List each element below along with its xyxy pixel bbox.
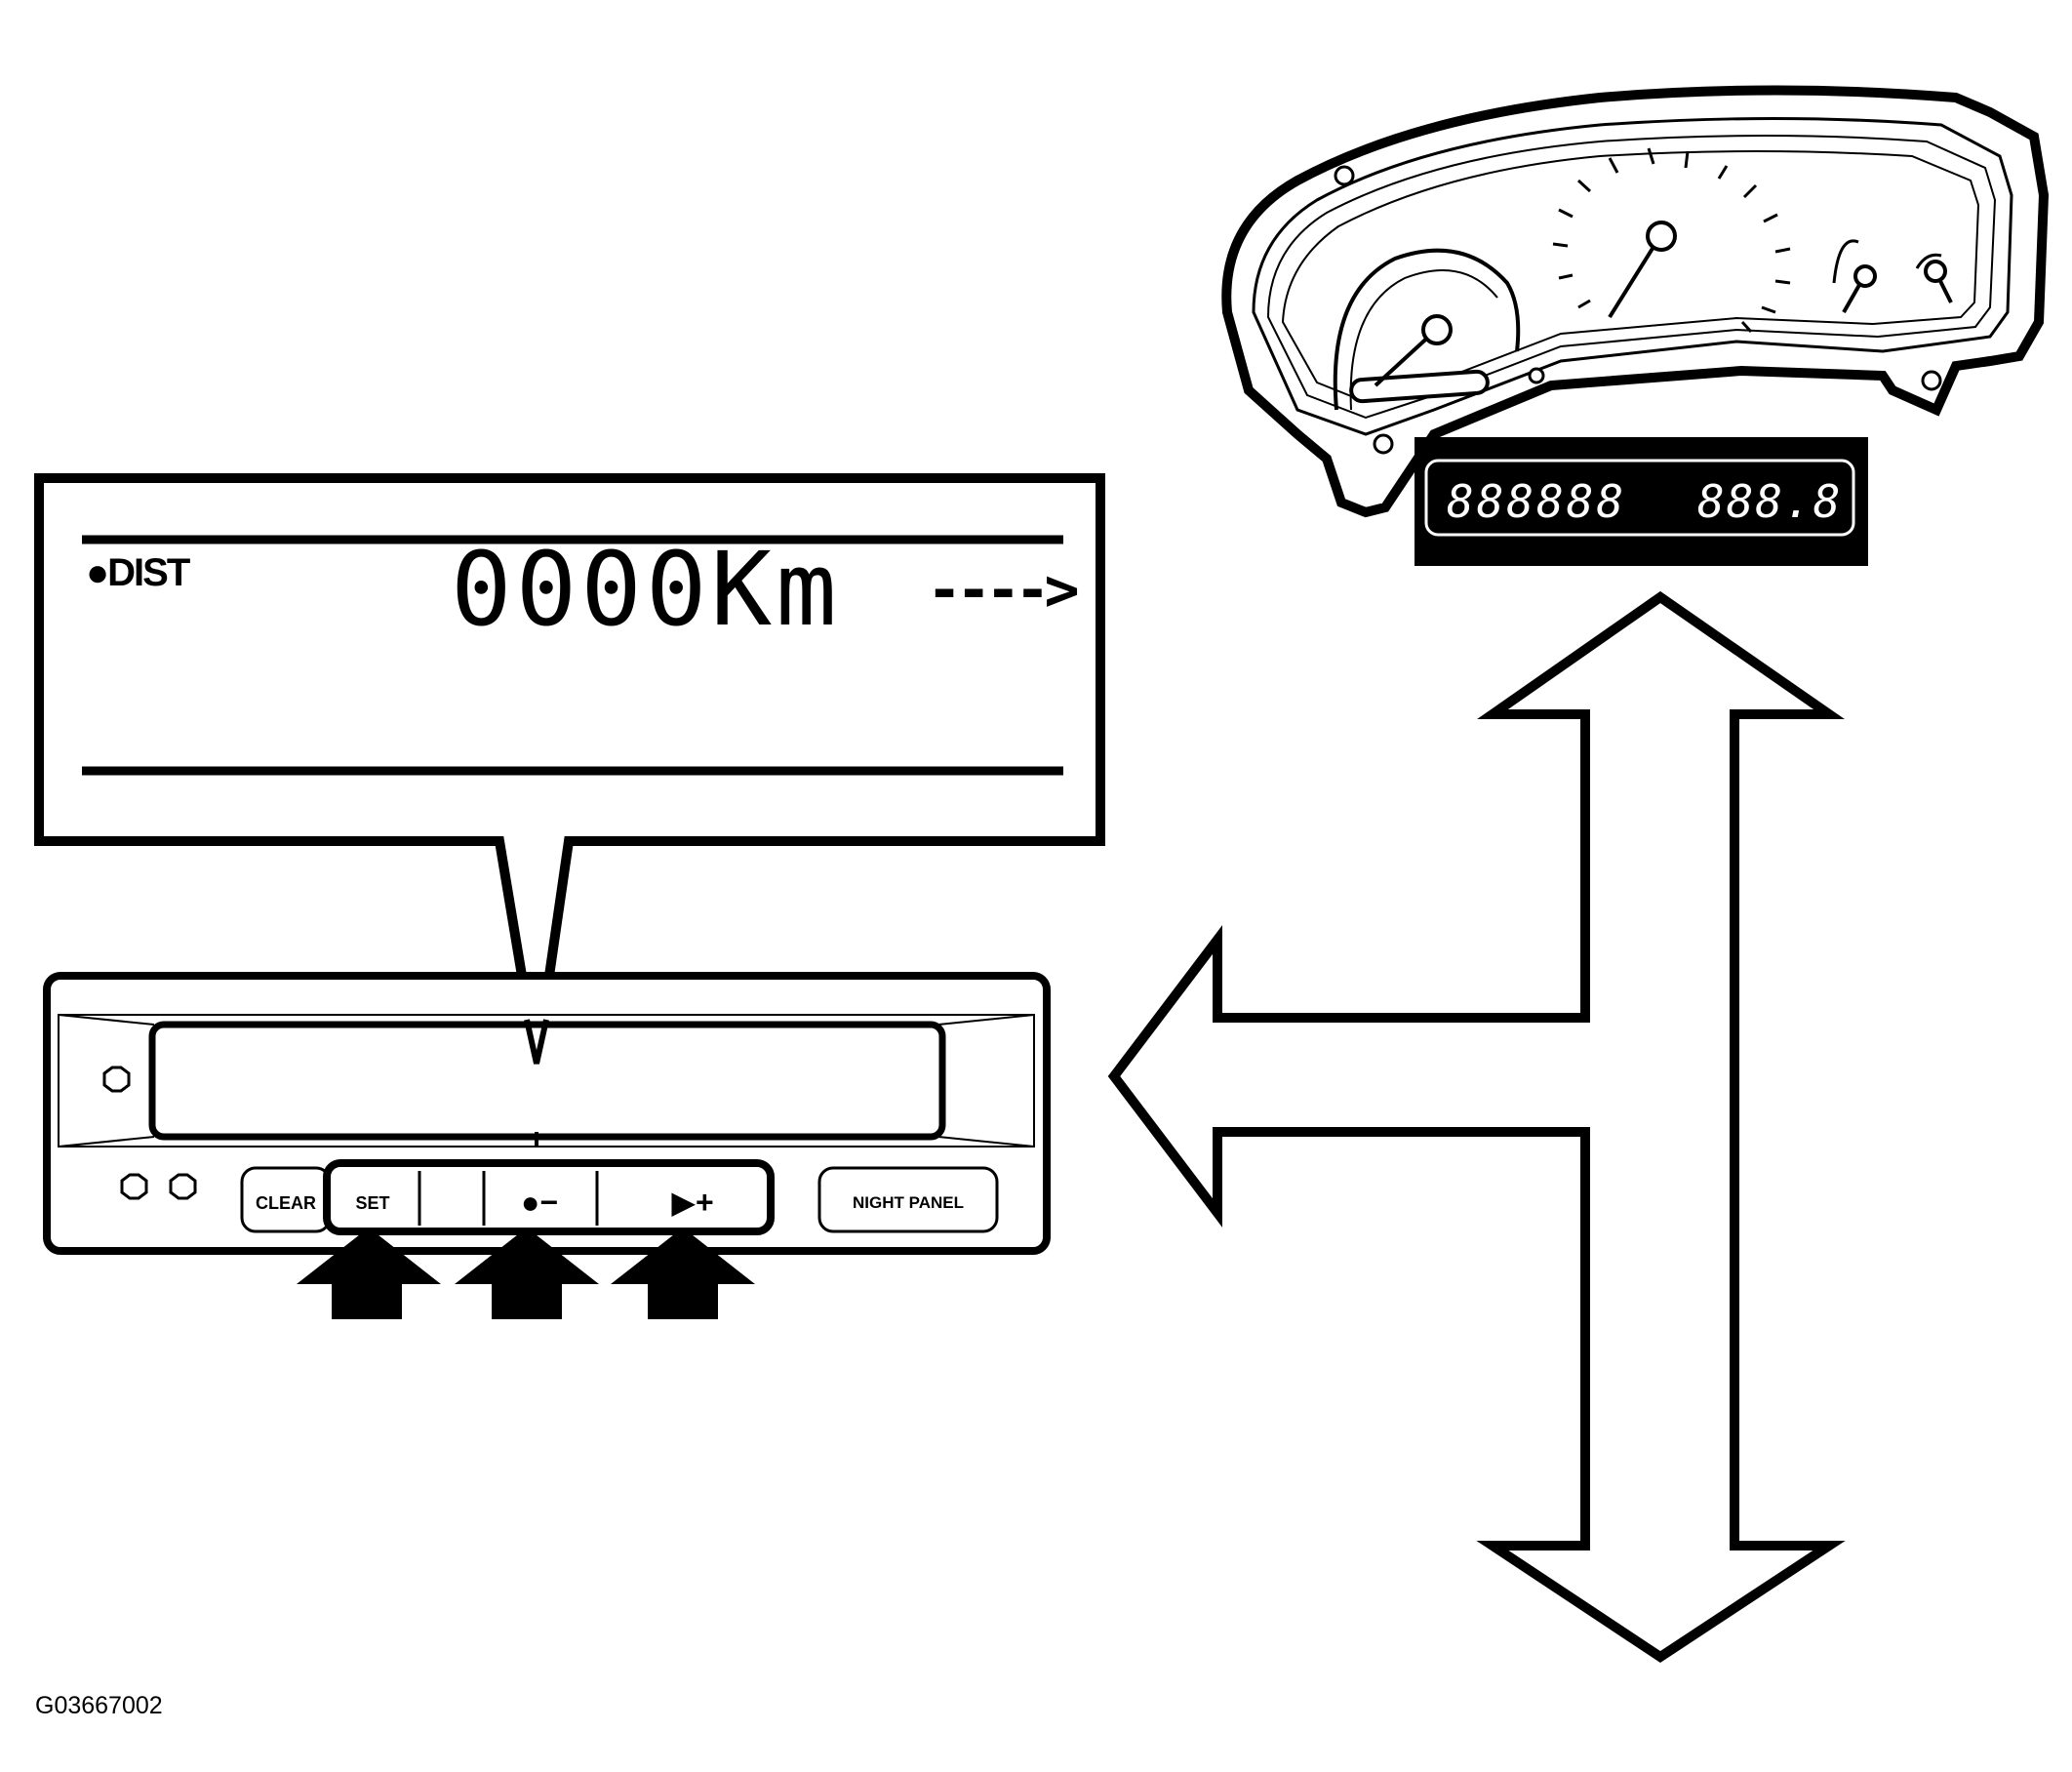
panel-knob [102,1066,131,1093]
clear-button-label: CLEAR [256,1193,316,1213]
instrument-cluster [1221,85,2050,518]
night-panel-button[interactable]: NIGHT PANEL [817,1166,999,1233]
plus-button-label: ▶+ [671,1185,713,1220]
set-button-label: SET [355,1193,389,1213]
press-arrow-icon [297,1228,441,1319]
next-arrow: ----> [927,556,1077,624]
set-button[interactable]: SET [332,1169,419,1226]
button-group [323,1159,775,1235]
minus-button-label: ●− [521,1185,558,1220]
control-panel [43,972,1051,1255]
panel-knob [120,1173,148,1200]
distance-reading: 0000Km [451,530,841,649]
press-arrow-icon [455,1228,599,1319]
panel-screen [148,1021,946,1141]
clear-button[interactable]: CLEAR [240,1166,332,1233]
figure-id: G03667002 [35,1692,163,1719]
odometer-right-digits: 888.8 [1697,475,1842,528]
callout-display: ●DIST 0000Km ----> [34,473,1105,1065]
night-panel-button-label: NIGHT PANEL [853,1193,964,1212]
odometer-display: 888888 888.8 [1415,437,1868,566]
double-headed-arrow-icon [1107,590,1846,1663]
press-arrow-icon [611,1228,755,1319]
dist-indicator: ●DIST [86,551,190,594]
plus-button[interactable]: ▶+ [599,1169,767,1226]
blank-button[interactable] [421,1169,482,1226]
minus-button[interactable]: ●− [486,1169,595,1226]
odometer-left-digits: 888888 [1447,475,1626,528]
panel-knob [169,1173,197,1200]
